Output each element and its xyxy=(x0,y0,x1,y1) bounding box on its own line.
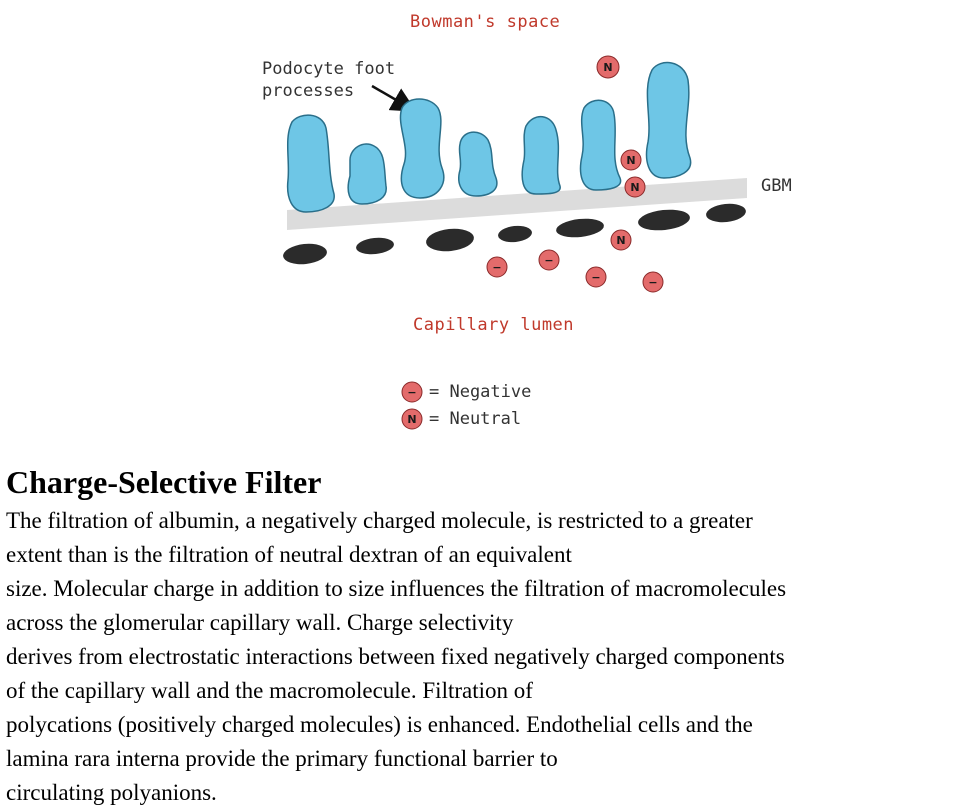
negative-molecule-sign: − xyxy=(544,254,553,267)
neutral-molecule-letter: N xyxy=(603,61,612,74)
paragraph-line: lamina rara interna provide the primary … xyxy=(6,746,558,771)
article-heading: Charge-Selective Filter xyxy=(6,464,322,500)
legend-neutral-text: = Neutral xyxy=(429,409,521,429)
podocyte-foot-processes xyxy=(286,61,692,213)
neutral-molecule-2: N xyxy=(620,149,642,171)
negative-molecule-3: − xyxy=(585,266,607,288)
podocyte-foot-process-3 xyxy=(399,98,445,199)
legend-negative-symbol: − xyxy=(407,386,416,399)
legend-neutral-symbol: N xyxy=(407,413,416,426)
paragraph-line: across the glomerular capillary wall. Ch… xyxy=(6,610,514,635)
legend-neutral-swatch xyxy=(401,408,423,430)
endothelial-blob-6 xyxy=(638,209,690,231)
podocyte-foot-process-7 xyxy=(645,61,692,179)
gbm-label: GBM xyxy=(761,176,792,196)
legend-item-negative: − = Negative xyxy=(401,381,531,403)
neutral-molecule-1: N xyxy=(596,55,620,79)
paragraph-line: The filtration of albumin, a negatively … xyxy=(6,508,753,533)
legend: − = Negative N = Neutral xyxy=(401,381,531,430)
neutral-molecule-letter: N xyxy=(626,154,635,167)
endothelial-blob-3 xyxy=(426,228,474,252)
podocyte-foot-process-4 xyxy=(458,131,498,197)
neutral-molecule-4: N xyxy=(610,229,632,251)
legend-negative-text: = Negative xyxy=(429,382,531,402)
podocyte-foot-process-6 xyxy=(579,99,622,191)
neutral-molecule-letter: N xyxy=(616,234,625,247)
article-section: Charge-Selective Filter The filtration o… xyxy=(6,462,960,810)
negative-molecule-sign: − xyxy=(648,276,657,289)
podocyte-foot-process-2 xyxy=(347,143,387,205)
legend-negative-swatch xyxy=(401,381,423,403)
endothelial-blob-1 xyxy=(283,243,327,265)
capillary-lumen-label: Capillary lumen xyxy=(413,315,574,335)
podocyte-label: Podocyte foot processes xyxy=(262,59,405,101)
legend-item-neutral: N = Neutral xyxy=(401,408,521,430)
paragraph-line: of the capillary wall and the macromolec… xyxy=(6,678,533,703)
article-paragraph: The filtration of albumin, a negatively … xyxy=(6,504,960,810)
neutral-molecules: N N N N xyxy=(596,55,646,251)
paragraph-line: extent than is the filtration of neutral… xyxy=(6,542,572,567)
endothelial-blob-4 xyxy=(498,225,532,243)
podocyte-foot-process-5 xyxy=(521,116,561,195)
endothelial-blob-5 xyxy=(556,218,604,238)
paragraph-line: size. Molecular charge in addition to si… xyxy=(6,576,787,601)
podocyte-foot-process-1 xyxy=(286,114,335,213)
paragraph-line: polycations (positively charged molecule… xyxy=(6,712,753,737)
negative-molecule-sign: − xyxy=(492,261,501,274)
negative-molecules: − − − − xyxy=(486,249,664,293)
endothelial-blob-2 xyxy=(356,237,394,255)
podocyte-label-line-1: Podocyte foot xyxy=(262,59,395,79)
paragraph-line: derives from electrostatic interactions … xyxy=(6,644,785,669)
neutral-molecule-letter: N xyxy=(630,181,639,194)
neutral-molecule-3: N xyxy=(624,176,646,198)
negative-molecule-1: − xyxy=(486,256,508,278)
negative-molecule-4: − xyxy=(642,271,664,293)
bowmans-space-label: Bowman's space xyxy=(410,12,560,32)
paragraph-line: circulating polyanions. xyxy=(6,780,217,805)
filtration-barrier-diagram: Bowman's space Podocyte foot processes G… xyxy=(262,12,792,430)
endothelial-blob-7 xyxy=(706,203,746,223)
podocyte-label-line-2: processes xyxy=(262,81,354,101)
negative-molecule-2: − xyxy=(538,249,560,271)
negative-molecule-sign: − xyxy=(591,271,600,284)
endothelial-cells xyxy=(283,203,746,265)
